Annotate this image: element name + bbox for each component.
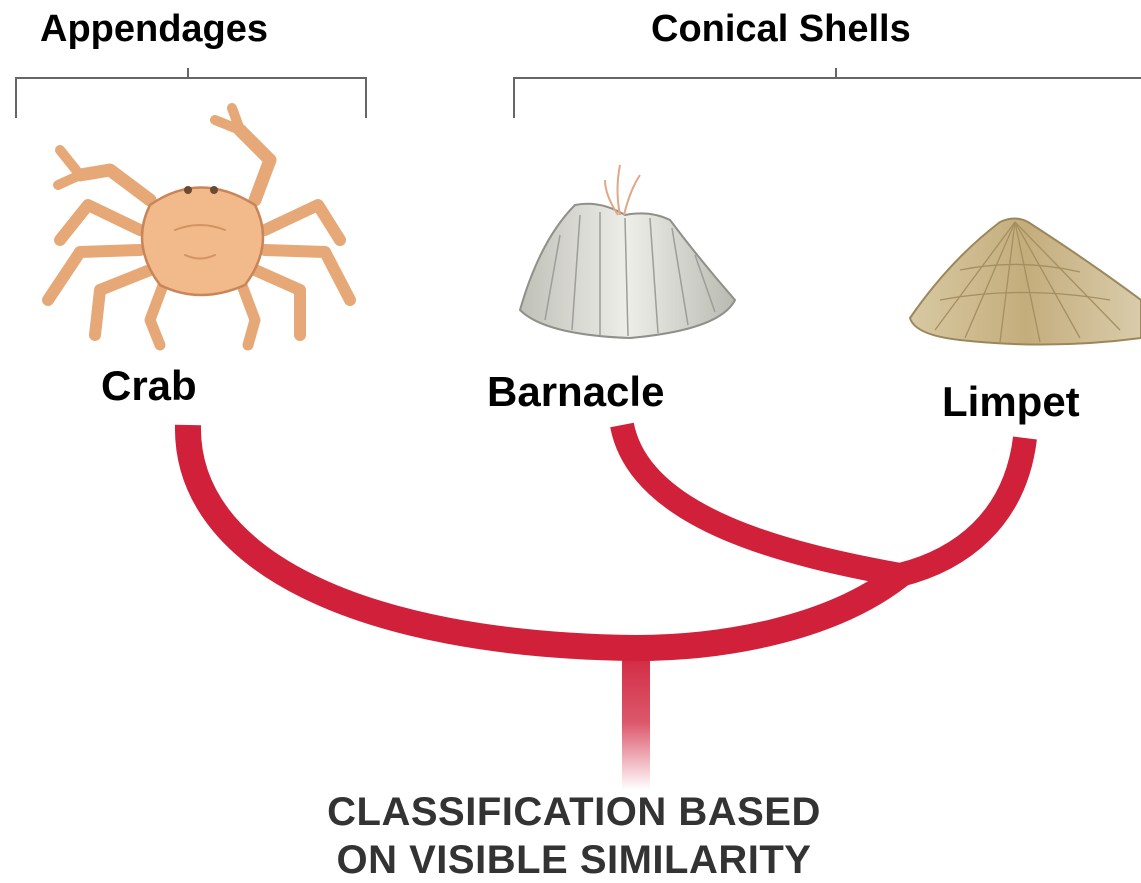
- appendages-bracket: [16, 68, 366, 118]
- tree-branches: [188, 425, 1025, 648]
- appendages-group-title: Appendages: [40, 8, 268, 51]
- barnacle-illustration: [520, 165, 735, 338]
- limpet-branch: [900, 438, 1025, 575]
- limpet-illustration: [910, 219, 1141, 345]
- conical-shells-group-title: Conical Shells: [651, 8, 911, 51]
- limpet-label: Limpet: [942, 378, 1080, 426]
- crab-label: Crab: [101, 362, 197, 410]
- caption-line-1: CLASSIFICATION BASED: [74, 790, 1074, 835]
- barnacle-label: Barnacle: [487, 368, 664, 416]
- crab-illustration: [48, 108, 350, 345]
- barnacle-branch: [622, 425, 900, 575]
- caption-line-2: ON VISIBLE SIMILARITY: [74, 838, 1074, 883]
- crab-branch: [188, 425, 636, 648]
- conical-shells-bracket: [514, 68, 1141, 118]
- conical-join-branch: [636, 575, 900, 648]
- tree-trunk: [622, 640, 650, 790]
